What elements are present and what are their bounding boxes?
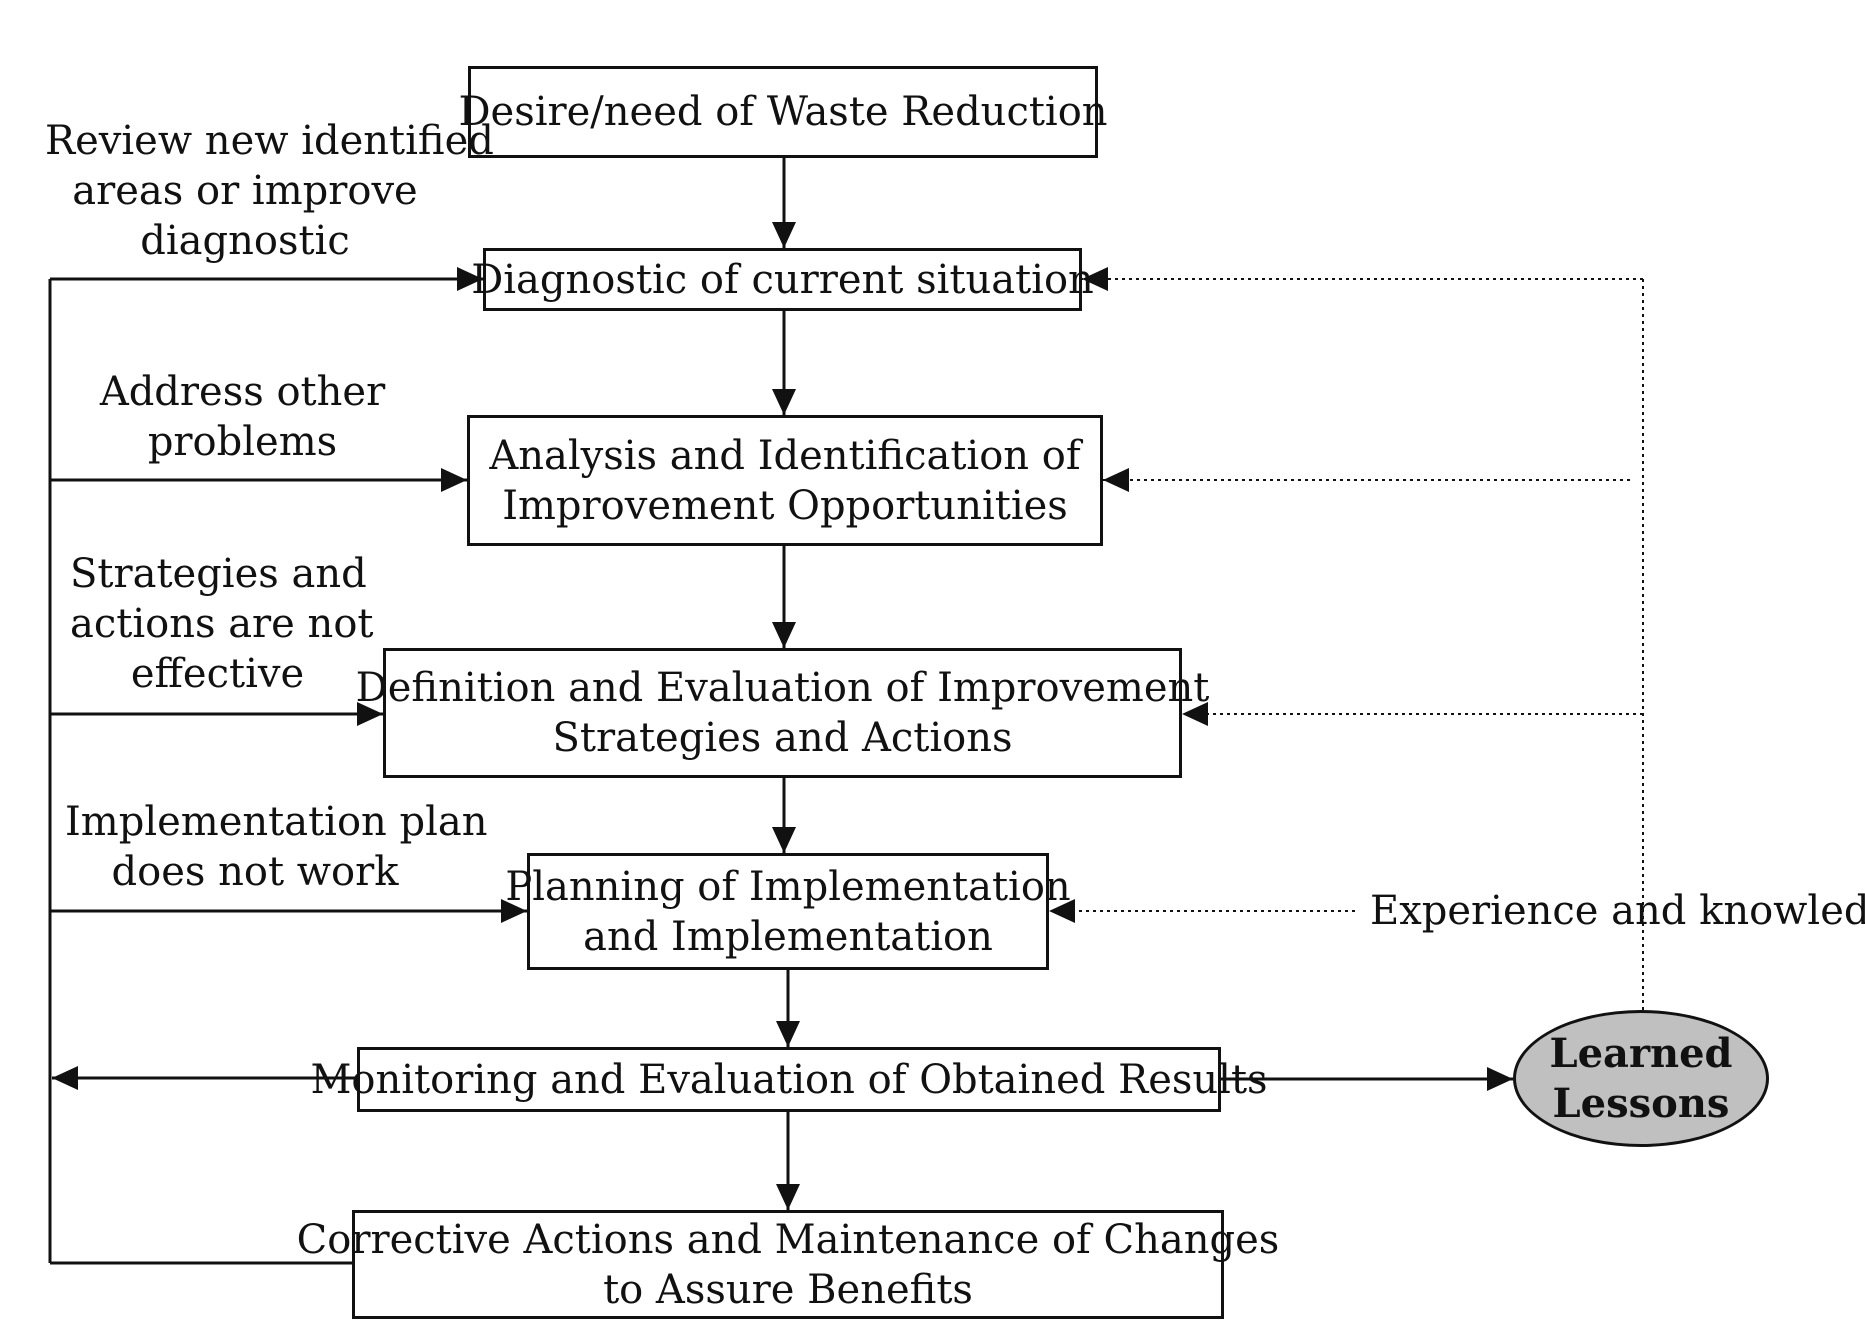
step-analysis-line-1: Analysis and Identification of: [489, 432, 1081, 479]
learned-lessons-line-1: Learned: [1549, 1029, 1733, 1077]
step-definition-line-1: Definition and Evaluation of Improvement: [355, 665, 1210, 711]
feedback-note-address: Address other problems: [80, 367, 405, 467]
experience-label-text: Experience and knowledge: [1370, 888, 1865, 934]
feedback-note-implementation: Implementation plan does not work: [65, 797, 488, 897]
feedback-loop: [48, 267, 527, 1265]
step-planning-line-2: and Implementation: [583, 913, 993, 960]
step-desire-line-1: Desire/need of Waste Reduction: [458, 89, 1108, 135]
feedback-note-address-line-1: Address other: [99, 369, 386, 415]
step-definition-line-2: Strategies and Actions: [552, 715, 1013, 761]
step-corrective: Corrective Actions and Maintenance of Ch…: [297, 1210, 1279, 1319]
step-planning-line-1: Planning of Implementation: [505, 863, 1071, 910]
feedback-note-review-line-1: Review new identified: [45, 118, 494, 164]
feedback-note-strategies-line-3: effective: [130, 651, 305, 697]
feedback-note-strategies: Strategies and actions are not effective: [70, 549, 374, 699]
step-corrective-line-2: to Assure Benefits: [603, 1266, 973, 1313]
feedback-note-review-line-2: areas or improve: [72, 168, 418, 214]
step-monitoring-line-1: Monitoring and Evaluation of Obtained Re…: [310, 1056, 1268, 1103]
step-monitoring: Monitoring and Evaluation of Obtained Re…: [310, 1047, 1268, 1112]
step-planning: Planning of Implementation and Implement…: [505, 853, 1071, 970]
main-flow-arrows: [772, 158, 800, 1210]
learned-lessons-line-2: Lessons: [1552, 1079, 1730, 1127]
step-analysis: Analysis and Identification of Improveme…: [467, 415, 1103, 546]
feedback-note-strategies-line-1: Strategies and: [70, 551, 367, 597]
feedback-note-strategies-line-2: actions are not: [70, 601, 374, 647]
feedback-note-review: Review new identified areas or improve d…: [45, 116, 494, 266]
feedback-note-implementation-line-2: does not work: [111, 849, 399, 895]
step-analysis-line-2: Improvement Opportunities: [502, 482, 1068, 529]
feedback-note-address-line-2: problems: [147, 419, 338, 465]
learned-lessons-node: Learned Lessons: [1513, 1010, 1769, 1147]
step-diagnostic-line-1: Diagnostic of current situation: [471, 256, 1094, 303]
step-corrective-line-1: Corrective Actions and Maintenance of Ch…: [296, 1216, 1280, 1263]
feedback-note-review-line-3: diagnostic: [140, 218, 350, 264]
step-diagnostic: Diagnostic of current situation: [471, 248, 1094, 311]
experience-lines: [1049, 267, 1644, 1010]
step-desire: Desire/need of Waste Reduction: [458, 66, 1108, 158]
step-definition: Definition and Evaluation of Improvement…: [356, 648, 1209, 778]
experience-label: Experience and knowledge: [1370, 886, 1865, 936]
feedback-note-implementation-line-1: Implementation plan: [65, 799, 488, 845]
